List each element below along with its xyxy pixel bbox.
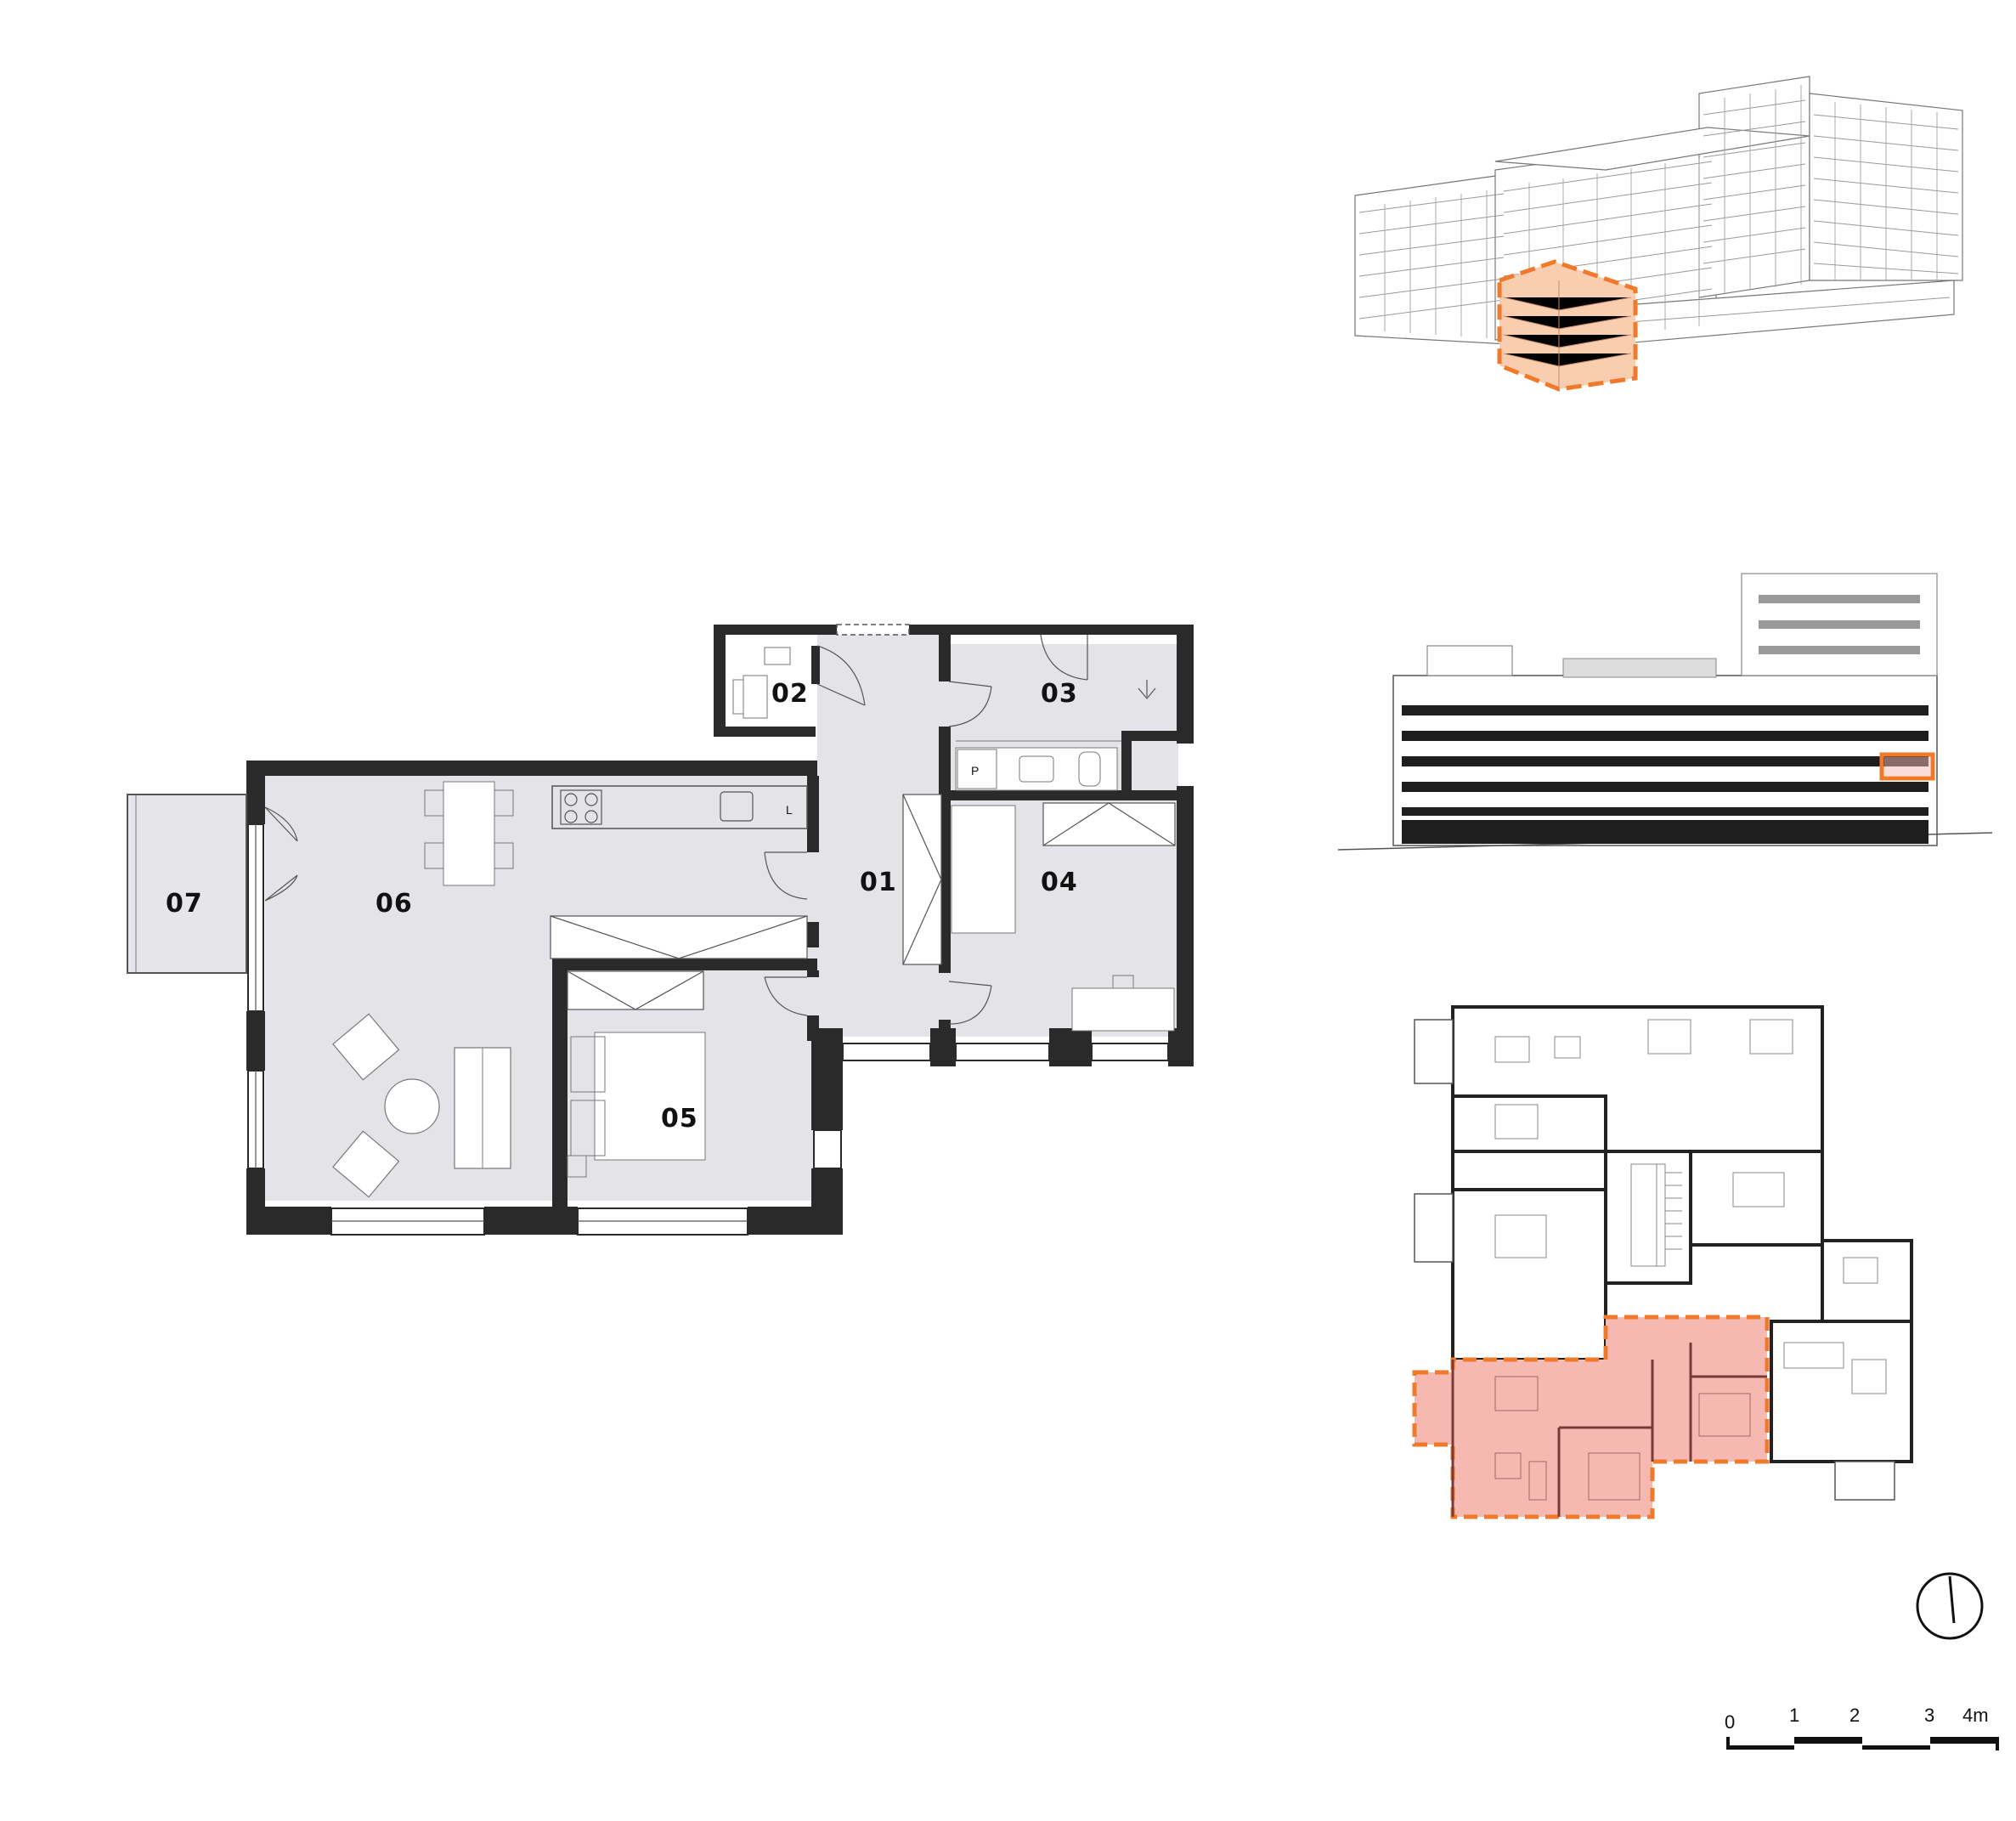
room-label-06: 06 — [376, 889, 413, 919]
balcony-doors — [264, 806, 298, 902]
room-label-02: 02 — [771, 679, 809, 709]
living-furniture — [332, 1013, 511, 1198]
bedroom-04-furniture — [951, 802, 1176, 1032]
windows — [247, 624, 1169, 1236]
wardrobe-hall — [902, 794, 942, 965]
elevation-key-view — [1337, 573, 1993, 851]
walls — [246, 625, 1194, 1235]
axon-highlight — [1497, 259, 1638, 392]
scale-label-4m: 4m — [1962, 1705, 1989, 1726]
key-plan-highlight — [1412, 1315, 1770, 1519]
scale-bar: 0 1 2 3 4m — [1725, 1705, 1999, 1750]
room-label-01: 01 — [860, 868, 897, 897]
balcony — [127, 794, 247, 974]
door-swings — [764, 634, 1088, 1025]
main-floor-plan: L — [127, 624, 1194, 1236]
kitchen-mark: L — [786, 803, 793, 817]
room-label-05: 05 — [661, 1104, 698, 1134]
toilet-mark: P — [971, 764, 979, 778]
wc-floor — [731, 642, 816, 727]
room-label-04: 04 — [1041, 868, 1078, 897]
floor-key-plan — [1412, 1005, 1913, 1519]
scale-label-3: 3 — [1924, 1705, 1934, 1726]
axonometric-key-view — [1354, 76, 1963, 392]
scale-label-1: 1 — [1789, 1705, 1799, 1726]
north-arrow-icon — [1916, 1572, 1984, 1640]
wardrobe-living — [550, 915, 808, 959]
room-label-07: 07 — [166, 889, 203, 919]
bedroom-05-furniture — [567, 970, 706, 1178]
scale-label-0: 0 — [1725, 1711, 1735, 1733]
wc-fixtures — [732, 647, 791, 719]
dining-table — [424, 781, 514, 886]
kitchen-counter: L — [551, 785, 808, 829]
room-labels: 01 02 03 04 05 06 07 — [166, 679, 1078, 1134]
scale-label-2: 2 — [1849, 1705, 1860, 1726]
room-label-03: 03 — [1041, 679, 1078, 709]
bath-fixtures: P — [955, 680, 1156, 791]
